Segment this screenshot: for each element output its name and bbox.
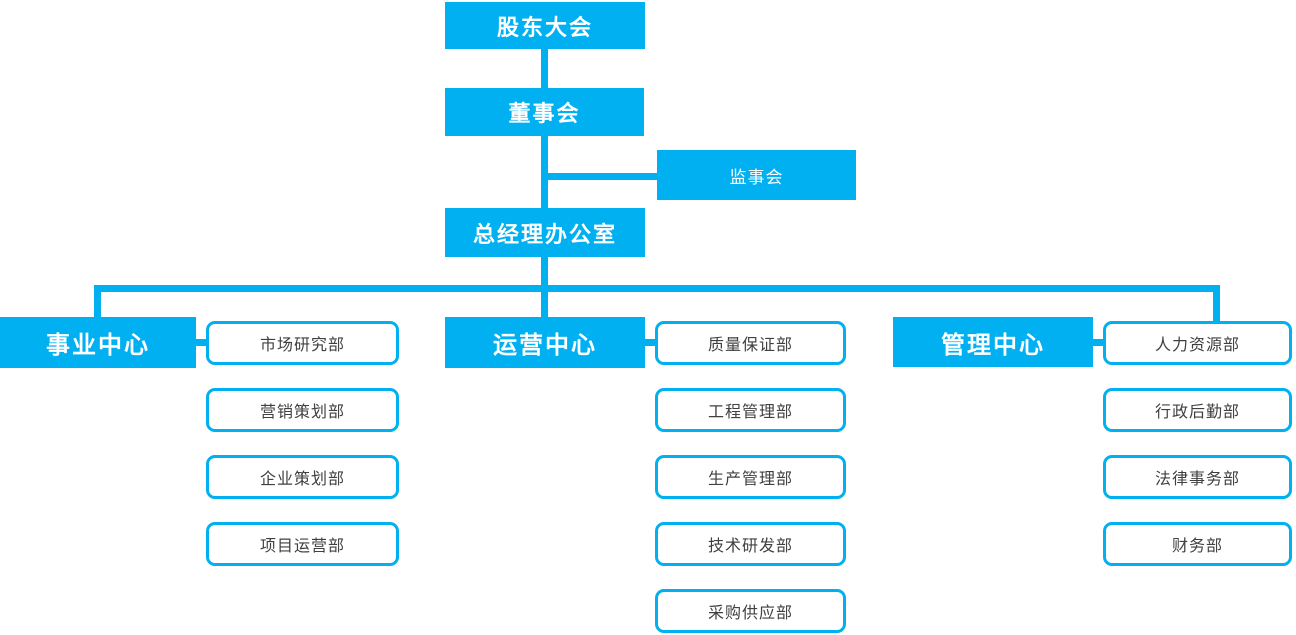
org-node-management-center[interactable]: 管理中心 <box>893 317 1093 367</box>
dept-node-admin-logistics[interactable]: 行政后勤部 <box>1103 388 1292 432</box>
org-node-operations-center[interactable]: 运营中心 <box>445 317 645 368</box>
dept-node-procurement-supply[interactable]: 采购供应部 <box>655 589 846 633</box>
connector-shareholders-board <box>541 45 548 91</box>
dept-node-market-research[interactable]: 市场研究部 <box>206 321 399 365</box>
connector-drop-business-center <box>94 288 101 320</box>
connector-business-center-depts <box>192 339 210 346</box>
connector-drop-management-branch <box>1213 288 1220 324</box>
connector-operations-center-depts <box>641 339 659 346</box>
dept-node-tech-rnd[interactable]: 技术研发部 <box>655 522 846 566</box>
dept-node-engineering-mgmt[interactable]: 工程管理部 <box>655 388 846 432</box>
dept-node-legal-affairs[interactable]: 法律事务部 <box>1103 455 1292 499</box>
dept-node-corporate-planning[interactable]: 企业策划部 <box>206 455 399 499</box>
org-node-shareholders-meeting[interactable]: 股东大会 <box>445 2 645 49</box>
org-node-board-of-directors[interactable]: 董事会 <box>445 88 644 136</box>
dept-node-quality-assurance[interactable]: 质量保证部 <box>655 321 846 365</box>
org-node-supervisory-board[interactable]: 监事会 <box>657 150 856 200</box>
dept-node-marketing-planning[interactable]: 营销策划部 <box>206 388 399 432</box>
org-node-gm-office[interactable]: 总经理办公室 <box>445 208 645 257</box>
connector-board-gm-office <box>541 134 548 212</box>
org-node-business-center[interactable]: 事业中心 <box>0 317 196 368</box>
connector-distributor-horizontal <box>94 285 1220 292</box>
dept-node-human-resources[interactable]: 人力资源部 <box>1103 321 1292 365</box>
connector-management-center-depts <box>1089 339 1107 346</box>
dept-node-project-operations[interactable]: 项目运营部 <box>206 522 399 566</box>
dept-node-production-mgmt[interactable]: 生产管理部 <box>655 455 846 499</box>
connector-board-supervisory <box>545 173 660 180</box>
dept-node-finance[interactable]: 财务部 <box>1103 522 1292 566</box>
